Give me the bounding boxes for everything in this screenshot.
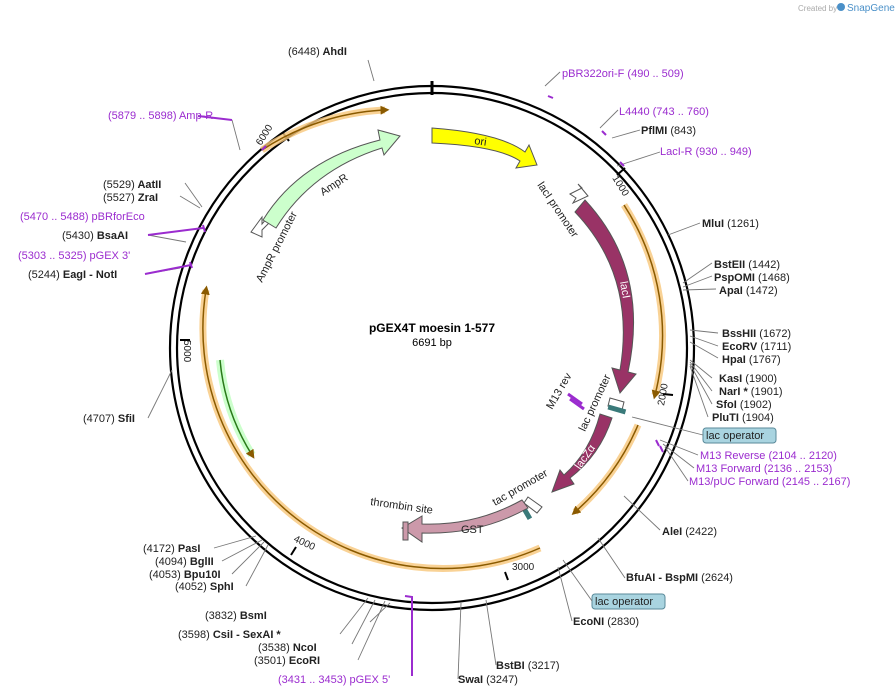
label-sfii[interactable]: (4707) SfiI (83, 413, 135, 425)
label-pluti[interactable]: PluTI (1904) (712, 412, 774, 424)
ampr-feature (262, 129, 401, 229)
tick-label-4000: 4000 (292, 534, 317, 554)
label-m13-puc-forward[interactable]: M13/pUC Forward (2145 .. 2167) (689, 476, 850, 488)
tac-promoter-feature (523, 496, 543, 514)
plasmid-length: 6691 bp (412, 337, 452, 349)
tick-2000 (662, 393, 674, 396)
label-bsaai[interactable]: (5430) BsaAI (62, 230, 128, 242)
gst-feature (401, 499, 529, 543)
label-pbr322ori-f[interactable]: pBR322ori-F (490 .. 509) (562, 68, 684, 80)
tick-1000 (616, 167, 626, 176)
label-m13-forward[interactable]: M13 Forward (2136 .. 2153) (696, 463, 832, 475)
gst-label: GST (461, 524, 484, 536)
label-alei[interactable]: AleI (2422) (662, 526, 717, 538)
label-pspomi[interactable]: PspOMI (1468) (714, 272, 790, 284)
label-ecorv[interactable]: EcoRV (1711) (722, 341, 791, 353)
ori-feature (431, 127, 538, 169)
label-sfoi[interactable]: SfoI (1902) (716, 399, 772, 411)
label-pgex-5[interactable]: (3431 .. 3453) pGEX 5' (278, 674, 390, 686)
lac-operator-box-2-label: lac operator (595, 596, 653, 608)
primer-marks (144, 95, 664, 676)
thrombin-site-label: thrombin site (370, 496, 434, 517)
label-sphi[interactable]: (4052) SphI (175, 581, 234, 593)
lacza-feature (551, 413, 613, 493)
snapgene-logo-icon (837, 3, 845, 11)
label-pflmi[interactable]: PflMI (843) (641, 125, 696, 137)
label-amp-r-primer[interactable]: (5879 .. 5898) Amp-R (108, 110, 213, 122)
label-laci-r[interactable]: LacI-R (930 .. 949) (660, 146, 752, 158)
label-bsteii[interactable]: BstEII (1442) (714, 259, 780, 271)
lac-operator-mark (607, 404, 627, 415)
m13-rev-primer (567, 392, 585, 411)
label-ecori[interactable]: (3501) EcoRI (254, 655, 320, 667)
label-bglii[interactable]: (4094) BglII (155, 556, 214, 568)
tick-4000 (290, 546, 297, 556)
tick-label-1000: 1000 (609, 174, 630, 199)
lac-operator-box-2 (591, 593, 666, 610)
m13-rev-label: M13 rev (544, 371, 575, 412)
label-bfuai-bspmi[interactable]: BfuAI - BspMI (2624) (626, 572, 733, 584)
tick-label-5000: 5000 (181, 340, 192, 363)
label-eagi-noti[interactable]: (5244) EagI - NotI (28, 269, 117, 281)
label-kasi[interactable]: KasI (1900) (719, 373, 777, 385)
plasmid-name: pGEX4T moesin 1-577 (369, 321, 495, 335)
label-zrai[interactable]: (5527) ZraI (103, 192, 158, 204)
laci-feature (574, 199, 637, 395)
label-l4440[interactable]: L4440 (743 .. 760) (619, 106, 709, 118)
label-mlui[interactable]: MluI (1261) (702, 218, 759, 230)
ori-label: ori (474, 135, 488, 149)
label-swai[interactable]: SwaI (3247) (458, 674, 518, 686)
orf-arrows (199, 105, 667, 573)
label-bpu10i[interactable]: (4053) Bpu10I (149, 569, 221, 581)
label-bsshii[interactable]: BssHII (1672) (722, 328, 791, 340)
laci-promoter-label: lacI promoter (535, 180, 581, 240)
label-ahdi[interactable]: (6448) AhdI (288, 46, 347, 58)
label-ncoi[interactable]: (3538) NcoI (258, 642, 317, 654)
laci-promoter-feature (569, 183, 589, 205)
credit-brand: SnapGene (847, 3, 895, 14)
label-hpai[interactable]: HpaI (1767) (722, 354, 781, 366)
label-apai[interactable]: ApaI (1472) (719, 285, 778, 297)
label-pasi[interactable]: (4172) PasI (143, 543, 200, 555)
lac-operator-box-1-label: lac operator (706, 430, 764, 442)
tick-3000 (504, 571, 509, 581)
tick-label-3000: 3000 (512, 562, 535, 573)
thrombin-site-feature (402, 521, 409, 541)
label-aatii[interactable]: (5529) AatII (103, 179, 161, 191)
label-m13-reverse[interactable]: M13 Reverse (2104 .. 2120) (700, 450, 837, 462)
credit-prefix: Created by (798, 4, 837, 13)
label-nari[interactable]: NarI * (1901) (719, 386, 783, 398)
leader-lines (144, 59, 719, 680)
label-econi[interactable]: EcoNI (2830) (573, 616, 639, 628)
label-pgex-3[interactable]: (5303 .. 5325) pGEX 3' (18, 250, 130, 262)
laci-label: lacI (617, 280, 632, 299)
label-bstbi[interactable]: BstBI (3217) (496, 660, 560, 672)
label-csii-sexai[interactable]: (3598) CsiI - SexAI * (178, 629, 281, 641)
lac-operator-box-1 (702, 427, 777, 444)
label-bsmi[interactable]: (3832) BsmI (205, 610, 267, 622)
label-pbrforeco[interactable]: (5470 .. 5488) pBRforEco (20, 211, 145, 223)
